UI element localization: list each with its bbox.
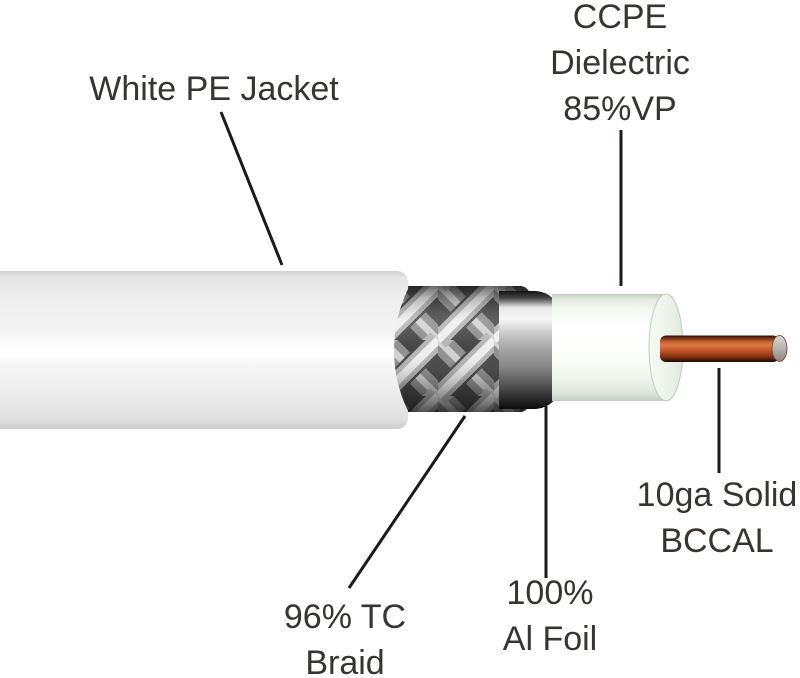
conductor-tip [771,335,788,362]
jacket-shape [0,271,409,429]
label-tc-braid: 96% TC Braid [283,598,407,678]
leader-braid [347,415,467,589]
foil-shape [499,291,565,409]
leader-jacket [219,111,284,266]
label-ccpe-dielectric: CCPE Dielectric 85%VP [550,0,690,128]
label-white-pe-jacket: White PE Jacket [89,70,339,108]
conductor-shape [660,335,779,362]
label-solid-bccal: 10ga Solid BCCAL [636,476,798,560]
label-al-foil: 100% Al Foil [502,574,598,658]
dielectric-shape [552,294,666,401]
